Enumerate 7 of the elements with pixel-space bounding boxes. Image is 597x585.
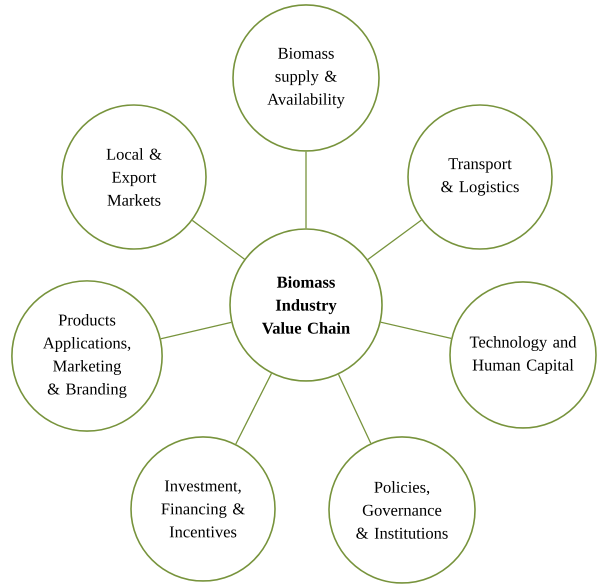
connector-line xyxy=(192,220,245,260)
connector-line xyxy=(338,374,372,444)
connector-line xyxy=(367,220,422,260)
connector-line xyxy=(235,373,272,444)
connector-line xyxy=(160,322,232,340)
connector-line xyxy=(380,322,452,340)
connector-line xyxy=(305,152,307,228)
